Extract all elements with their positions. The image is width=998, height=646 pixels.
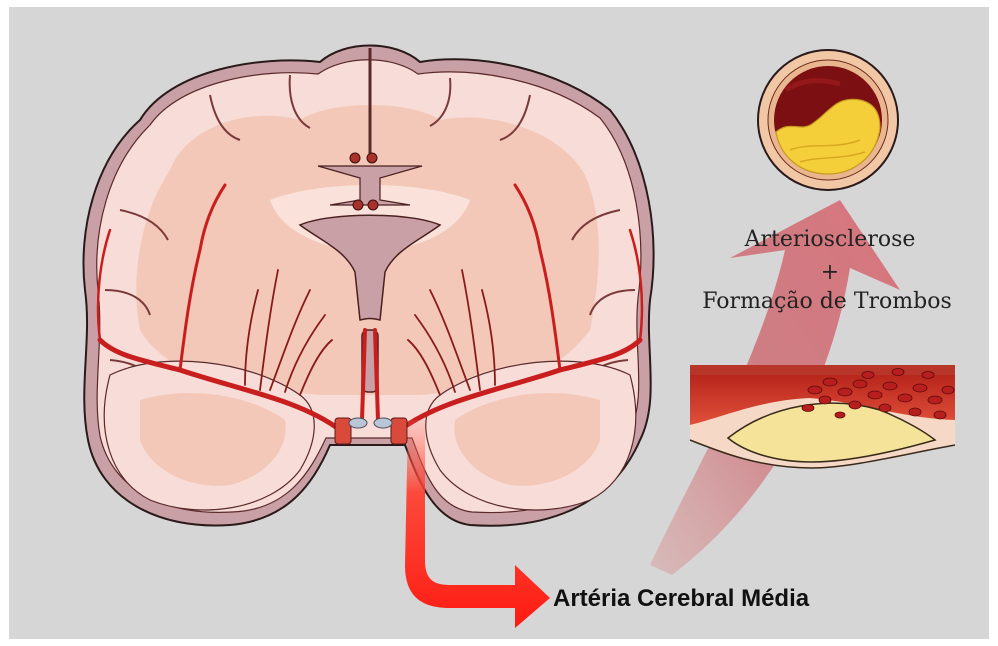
arteriosclerosis-label: Arteriosclerose: [700, 223, 960, 256]
middle-cerebral-artery-label: Artéria Cerebral Média: [553, 585, 809, 613]
artery-longitudinal-section: [690, 365, 955, 468]
brain-coronal-section: [83, 46, 653, 526]
thrombus-formation-label: Formação de Trombos: [672, 285, 982, 318]
artery-cross-section: [758, 50, 898, 190]
